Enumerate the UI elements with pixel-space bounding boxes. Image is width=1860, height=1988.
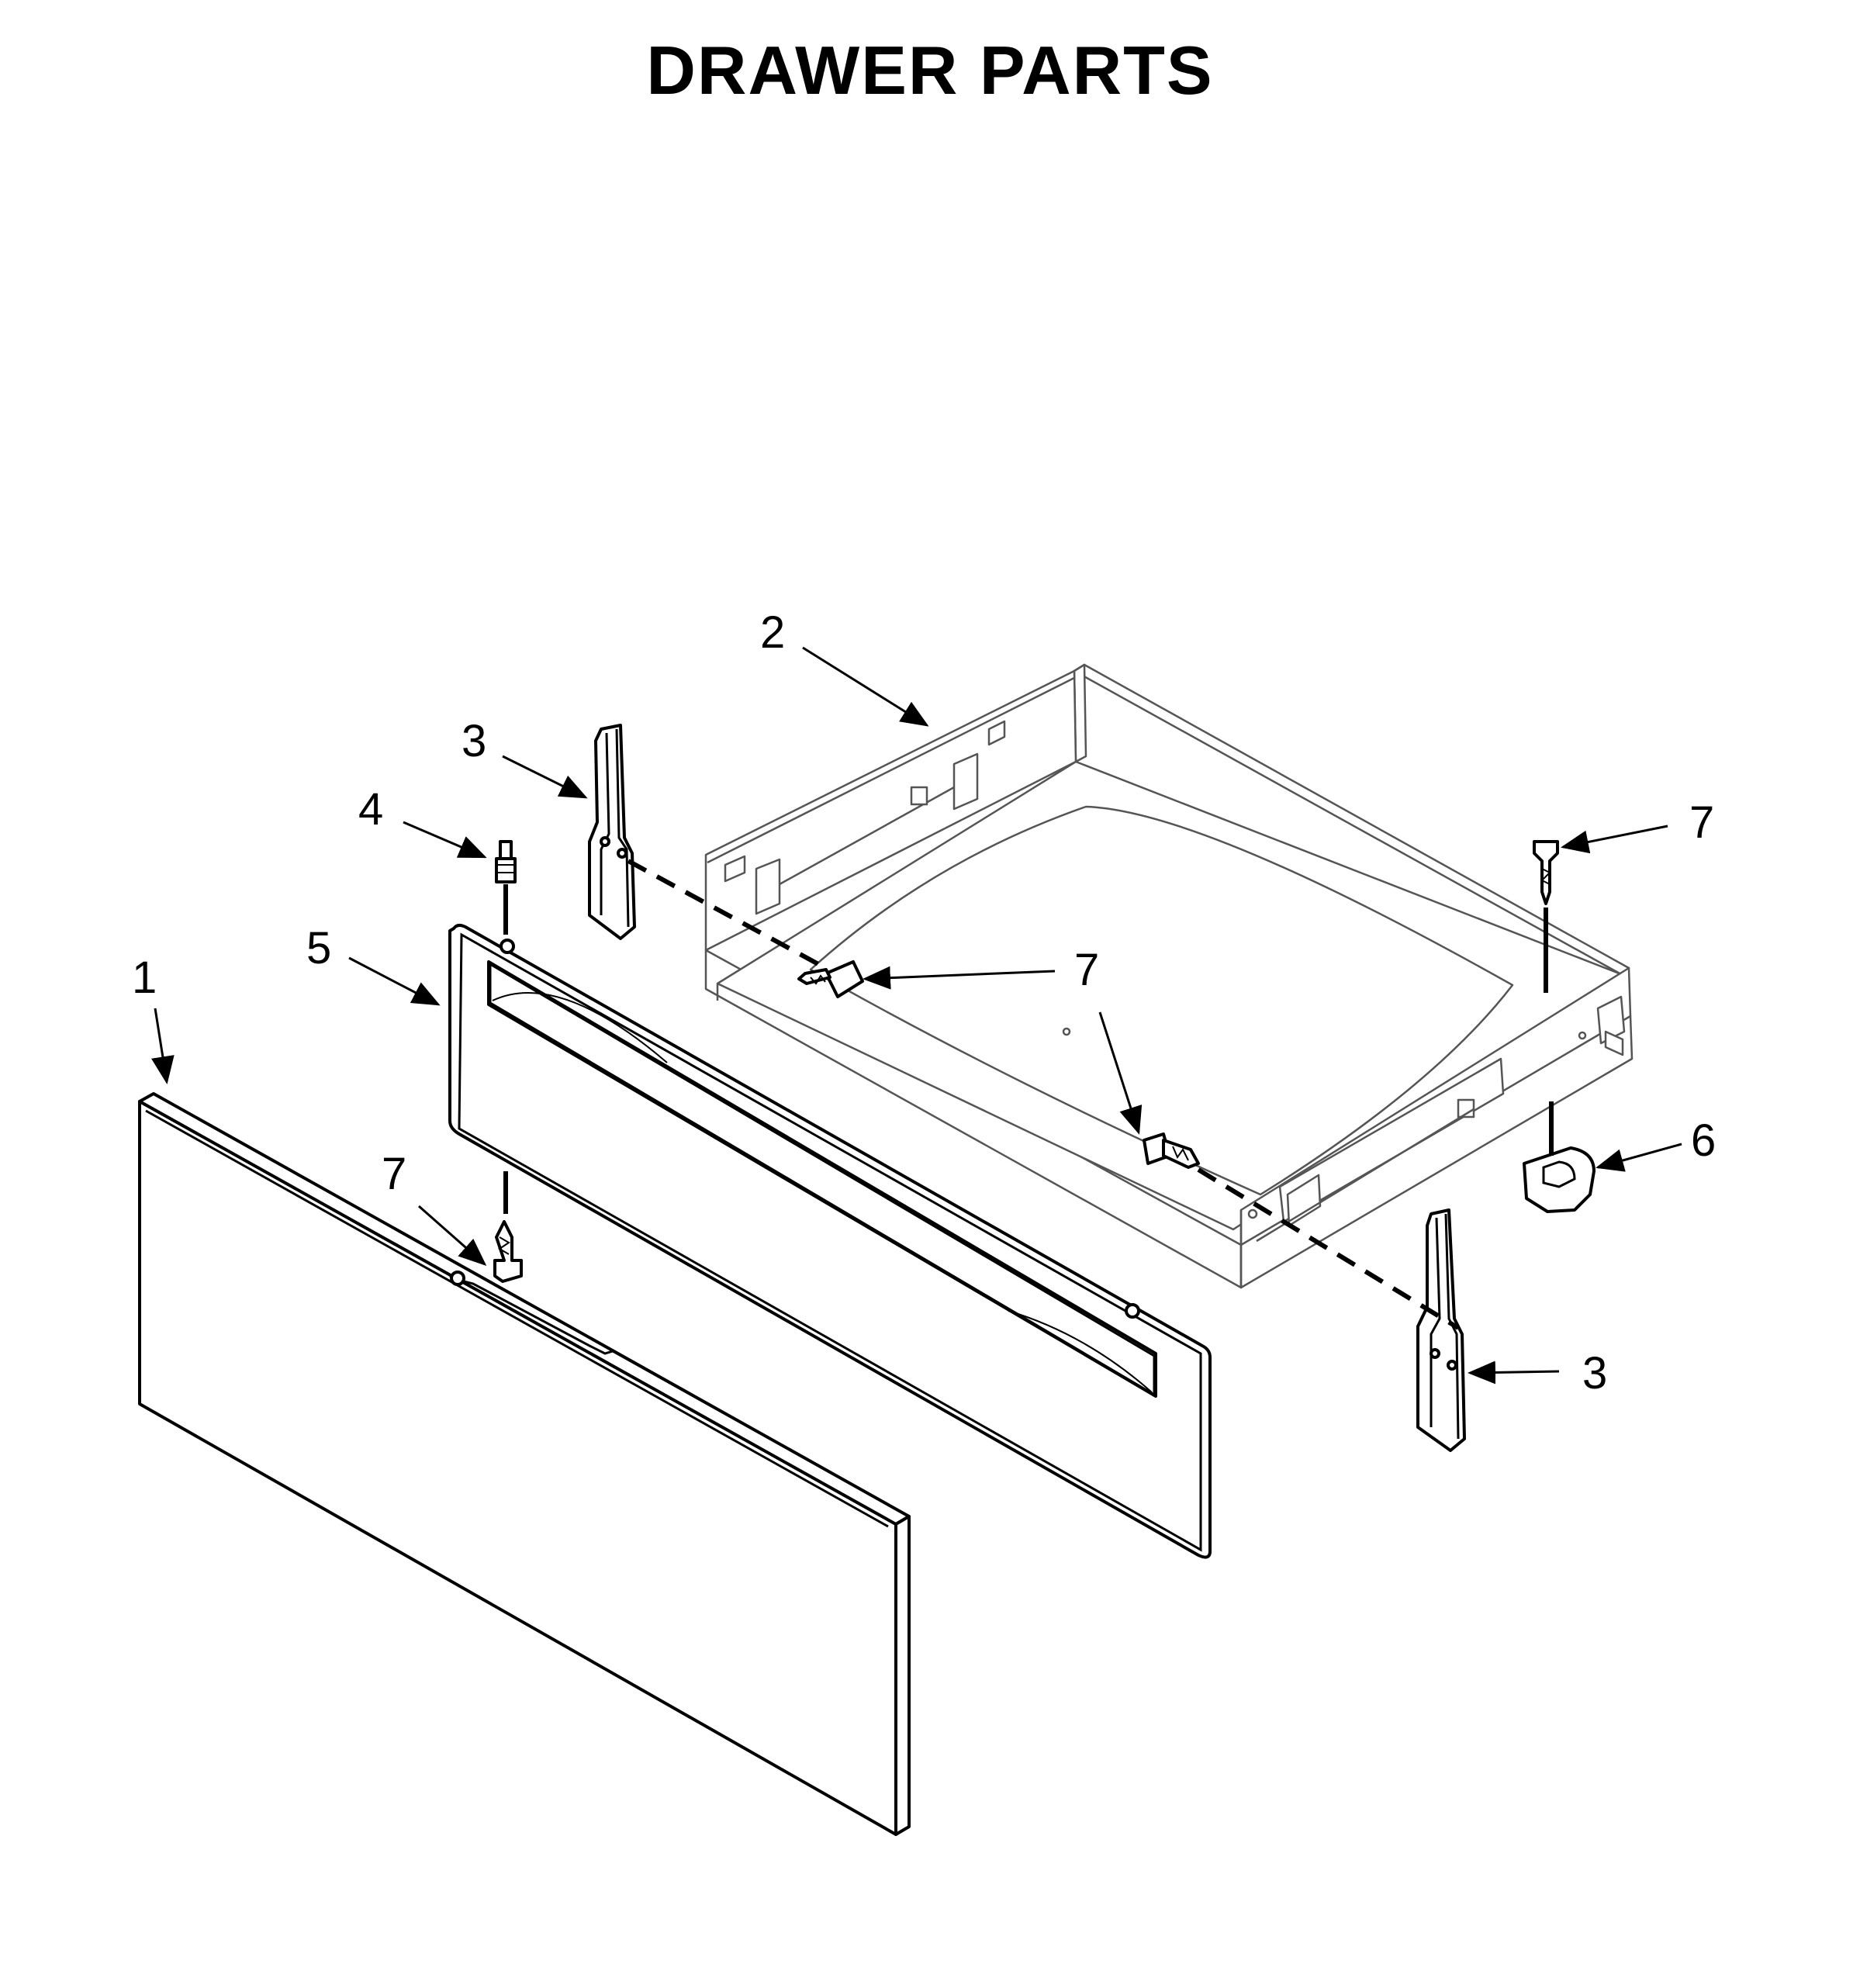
- callout-part-7-right: 7: [1689, 797, 1714, 848]
- screw-icon: [1533, 840, 1559, 993]
- screw-icon: [797, 960, 864, 998]
- screw-icon: [1143, 1132, 1200, 1169]
- callout-part-6: 6: [1691, 1115, 1716, 1166]
- screw-icon: [493, 1171, 523, 1283]
- drawer-tray: [704, 663, 1634, 1289]
- clip-icon: [1523, 1101, 1596, 1213]
- callout-part-7-tray: 7: [1074, 945, 1099, 995]
- pin-icon: [495, 840, 517, 935]
- leader-lines: [151, 646, 1682, 1385]
- page-title: DRAWER PARTS: [646, 32, 1214, 109]
- screw-hole: [450, 1271, 465, 1286]
- callout-part-5: 5: [306, 923, 331, 973]
- callout-part-7-panel: 7: [382, 1149, 406, 1199]
- drawer-glide-left: [588, 724, 636, 940]
- callout-part-1: 1: [132, 953, 157, 1003]
- inner-drawer-panel: [448, 923, 1212, 1559]
- callout-part-3-left: 3: [462, 716, 486, 766]
- callout-part-3-right: 3: [1582, 1348, 1607, 1399]
- outer-drawer-panel: [138, 1092, 911, 1836]
- drawer-glide-right: [1416, 1208, 1466, 1452]
- callout-part-2: 2: [760, 607, 785, 658]
- callout-part-4: 4: [358, 784, 383, 835]
